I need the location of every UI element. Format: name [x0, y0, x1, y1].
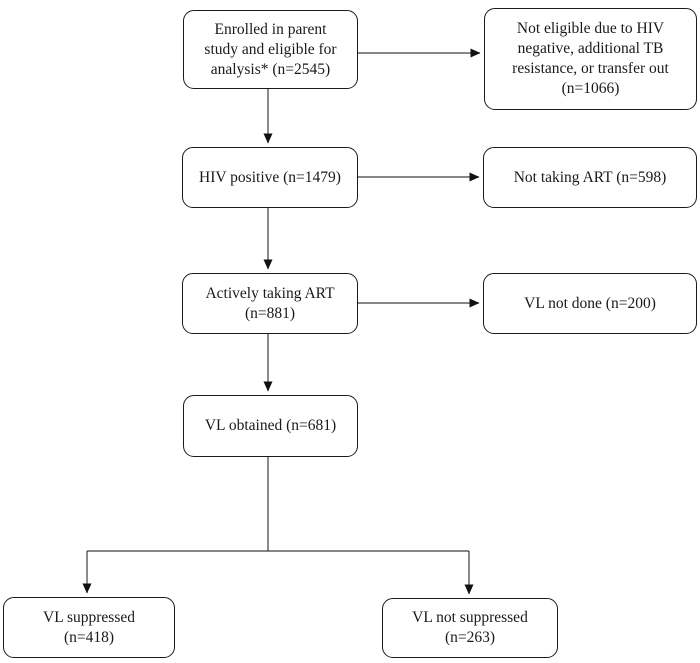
node-hiv-positive: HIV positive (n=1479): [182, 147, 358, 208]
node-enrolled-in-parent-study: Enrolled in parent study and eligible fo…: [183, 10, 358, 89]
node-vl-obtained: VL obtained (n=681): [183, 395, 358, 457]
node-vl-not-done: VL not done (n=200): [483, 273, 697, 334]
node-vl-not-suppressed: VL not suppressed (n=263): [382, 598, 558, 658]
node-not-eligible: Not eligible due to HIV negative, additi…: [484, 8, 697, 110]
node-not-taking-art: Not taking ART (n=598): [483, 147, 697, 208]
node-vl-suppressed: VL suppressed (n=418): [3, 597, 175, 658]
branch-stem-and-bar: [87, 457, 469, 552]
node-actively-taking-art: Actively taking ART (n=881): [182, 273, 358, 334]
